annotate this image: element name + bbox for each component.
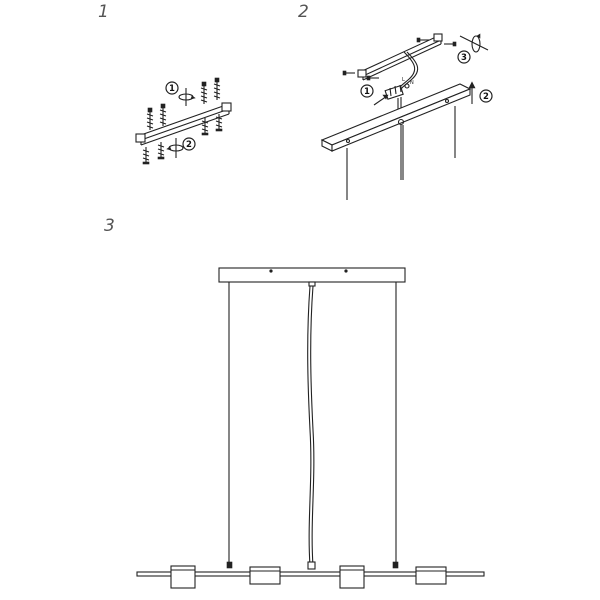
step-2-illustration: 3 L N 1 xyxy=(320,33,493,200)
lamp-head xyxy=(339,565,365,589)
step-1-badge-2 xyxy=(182,137,196,151)
rotate-arrow-icon xyxy=(178,88,196,106)
power-cord xyxy=(307,285,312,567)
cable-end-cap xyxy=(226,561,233,569)
step-3-illustration xyxy=(136,267,485,589)
step-2-number: 2 xyxy=(298,2,309,22)
lamp-head xyxy=(170,565,196,589)
power-cord xyxy=(310,285,315,567)
step-1-badge-1-label: 1 xyxy=(169,84,175,94)
step-2-badge-2-label: 2 xyxy=(483,92,489,102)
step-1-badge-2-label: 2 xyxy=(186,140,192,150)
screw-icon xyxy=(213,77,221,100)
mounting-bracket xyxy=(357,33,443,81)
screw-icon xyxy=(215,114,223,132)
canopy-screw xyxy=(269,269,273,273)
step-2-badge-3-label: 3 xyxy=(461,53,467,63)
insert-arrow-icon xyxy=(373,94,389,106)
terminal-block xyxy=(384,51,419,118)
rotate-arrow-icon xyxy=(166,138,184,158)
mounting-bracket xyxy=(135,102,232,146)
screw-icon xyxy=(200,81,208,104)
ground-icon xyxy=(404,83,410,89)
up-arrow-icon xyxy=(468,81,476,104)
lamp-bar xyxy=(136,571,485,577)
lamp-head xyxy=(415,566,447,585)
ceiling-canopy xyxy=(320,83,472,152)
canopy-screw xyxy=(344,269,348,273)
step-2-badge-1-label: 1 xyxy=(364,87,370,97)
wire-label-n: N xyxy=(410,80,414,86)
wire-label-l: L xyxy=(402,77,405,83)
cord-grip xyxy=(308,281,316,287)
screw-icon xyxy=(342,70,355,76)
step-1-badge-1 xyxy=(165,81,179,95)
screw-icon xyxy=(201,118,209,136)
screw-icon xyxy=(444,41,457,47)
ceiling-canopy xyxy=(218,267,406,283)
screw-icon xyxy=(146,107,154,130)
step-2-badge-1 xyxy=(360,84,374,98)
step-1-illustration: 1 2 xyxy=(135,77,232,165)
rotate-arrow-icon xyxy=(459,33,489,53)
step-1-number: 1 xyxy=(98,2,109,22)
screw-icon xyxy=(142,147,150,165)
screw-icon xyxy=(159,103,167,126)
screw-icon xyxy=(366,75,379,81)
step-3-number: 3 xyxy=(104,216,115,236)
lamp-head xyxy=(249,566,281,585)
screw-icon xyxy=(416,37,429,43)
screw-icon xyxy=(157,142,165,160)
step-2-badge-2 xyxy=(479,89,493,103)
step-2-badge-3 xyxy=(457,50,471,64)
cord-entry xyxy=(307,561,316,570)
cable-end-cap xyxy=(392,561,399,569)
